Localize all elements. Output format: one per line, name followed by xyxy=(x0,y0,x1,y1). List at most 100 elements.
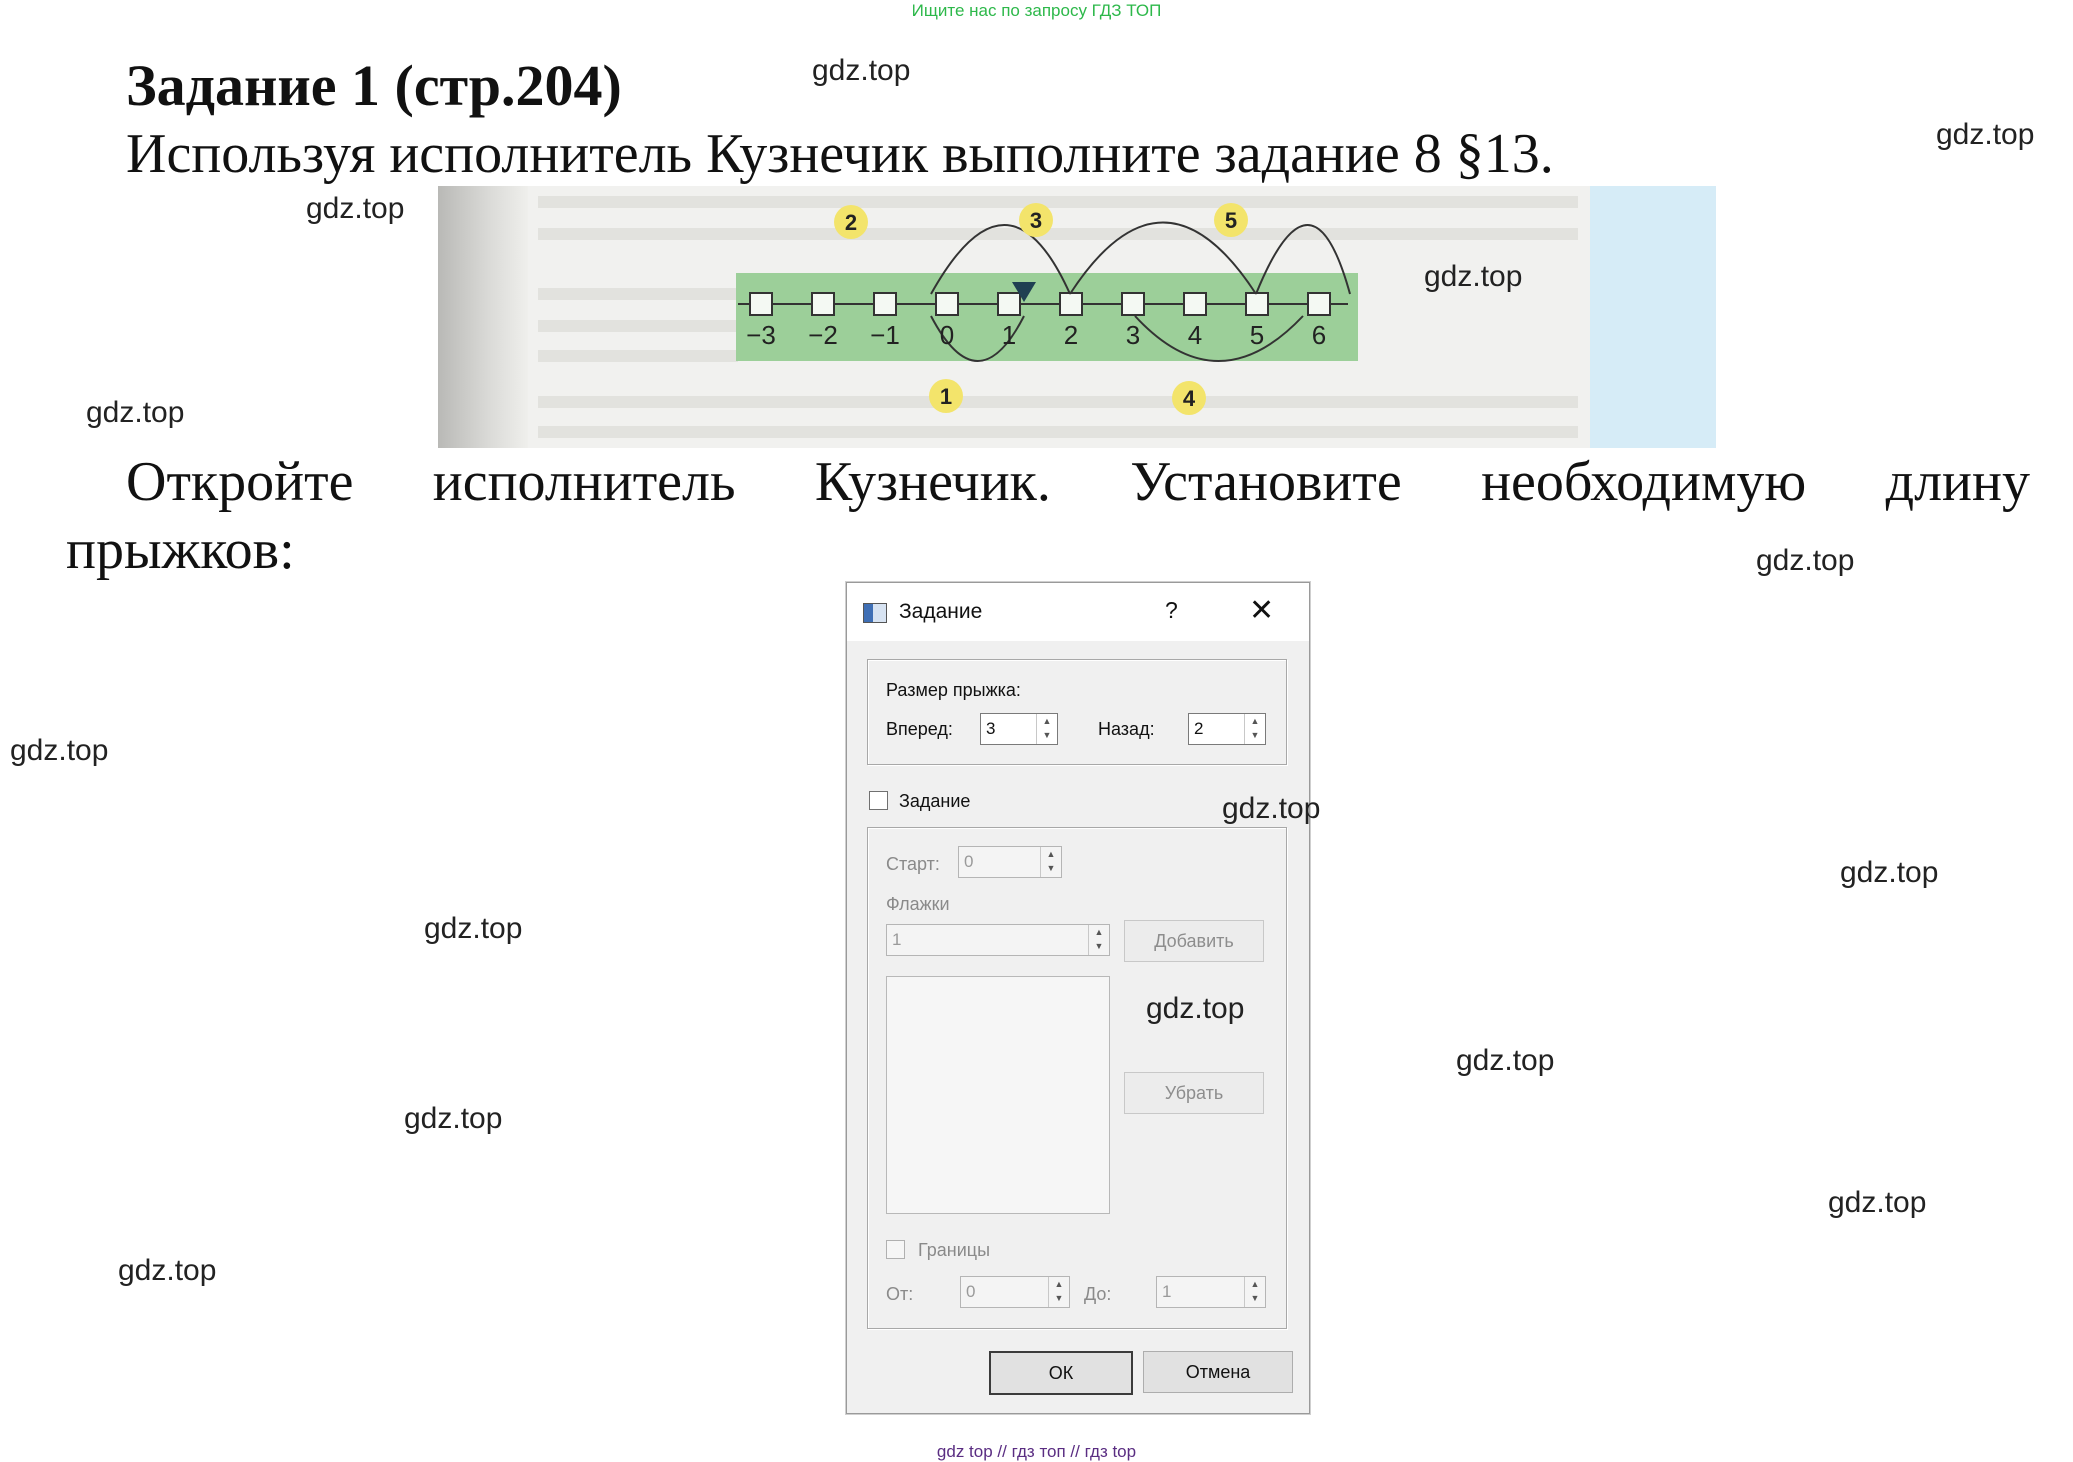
jump-size-group: Размер прыжка: Вперед: 3 ▲▼ Назад: 2 ▲▼ xyxy=(867,659,1287,765)
step-badge-number: 4 xyxy=(1183,386,1196,411)
step-badge-number: 5 xyxy=(1225,208,1237,233)
forward-stepper[interactable]: 3 ▲▼ xyxy=(980,713,1058,745)
axis-label: 5 xyxy=(1250,320,1264,350)
ok-button[interactable]: ОК xyxy=(989,1351,1133,1395)
number-line-cell xyxy=(997,292,1021,316)
task-dialog: Задание ? ✕ Размер прыжка: Вперед: 3 ▲▼ … xyxy=(846,582,1310,1414)
number-line-cell xyxy=(935,292,959,316)
from-value: 0 xyxy=(966,1282,976,1301)
faded-text-line xyxy=(538,196,1578,208)
bounds-checkbox-label: Границы xyxy=(918,1240,990,1260)
cancel-button[interactable]: Отмена xyxy=(1143,1351,1293,1393)
start-stepper[interactable]: 0 ▲▼ xyxy=(958,846,1062,878)
to-label: До: xyxy=(1084,1284,1112,1304)
spin-arrows-icon[interactable]: ▲▼ xyxy=(1088,925,1109,955)
spin-arrows-icon[interactable]: ▲▼ xyxy=(1040,847,1061,877)
axis-label: −3 xyxy=(746,320,776,350)
watermark: gdz.top xyxy=(1222,792,1321,825)
task-settings-group: Старт: 0 ▲▼ Флажки 1 ▲▼ Добавить Убрать … xyxy=(867,827,1287,1329)
add-flag-button[interactable]: Добавить xyxy=(1124,920,1264,962)
step-badge-number: 3 xyxy=(1030,208,1042,233)
help-button[interactable]: ? xyxy=(1165,597,1178,623)
forward-label: Вперед: xyxy=(886,719,953,739)
spin-arrows-icon[interactable]: ▲▼ xyxy=(1244,1277,1265,1307)
watermark: gdz.top xyxy=(86,396,185,429)
jump-arc-5 xyxy=(1255,224,1351,295)
page-title: Задание 1 (стр.204) xyxy=(126,53,622,118)
number-line-cell xyxy=(1245,292,1269,316)
start-value: 0 xyxy=(964,852,974,871)
faded-text-line xyxy=(538,350,738,362)
axis-label: 1 xyxy=(1002,320,1016,350)
flags-stepper[interactable]: 1 ▲▼ xyxy=(886,924,1110,956)
spin-arrows-icon[interactable]: ▲▼ xyxy=(1036,714,1057,744)
watermark: gdz.top xyxy=(812,54,911,87)
start-label: Старт: xyxy=(886,854,940,874)
number-line-cell xyxy=(1121,292,1145,316)
page-margin-tint xyxy=(1590,186,1716,448)
axis-label: −2 xyxy=(808,320,838,350)
faded-text-line xyxy=(538,228,1578,240)
app-window-icon xyxy=(863,603,887,623)
footer-links: gdz top // гдз топ // гдз top xyxy=(936,1442,1137,1461)
faded-text-line xyxy=(538,396,1578,408)
watermark: gdz.top xyxy=(10,734,109,767)
top-banner: Ищите нас по запросу ГДЗ ТОП xyxy=(911,1,1162,20)
watermark: gdz.top xyxy=(424,912,523,945)
flags-value: 1 xyxy=(892,930,902,949)
axis-label: 0 xyxy=(940,320,954,350)
step-badge-number: 2 xyxy=(845,210,857,235)
jump-arc-3 xyxy=(1069,221,1257,295)
watermark: gdz.top xyxy=(1424,260,1523,293)
jump-arc-1 xyxy=(930,315,1025,362)
faded-text-line xyxy=(538,426,1578,438)
watermark: gdz.top xyxy=(1840,856,1939,889)
axis-label: −1 xyxy=(870,320,900,350)
step-badge-circle xyxy=(929,379,963,413)
number-line-cell xyxy=(1307,292,1331,316)
task-checkbox[interactable] xyxy=(869,791,888,810)
jump-size-label: Размер прыжка: xyxy=(886,680,1021,700)
step-badge-circle xyxy=(1172,381,1206,415)
watermark: gdz.top xyxy=(1828,1186,1927,1219)
remove-flag-button[interactable]: Убрать xyxy=(1124,1072,1264,1114)
bounds-checkbox[interactable] xyxy=(886,1240,905,1259)
step-badge-number: 1 xyxy=(940,384,952,409)
from-label: От: xyxy=(886,1284,914,1304)
jump-arc-4 xyxy=(1134,315,1304,362)
faded-text-line xyxy=(538,288,738,300)
book-spine-shadow xyxy=(438,186,528,448)
dialog-title: Задание xyxy=(899,600,983,623)
watermark: gdz.top xyxy=(306,192,405,225)
axis-label: 4 xyxy=(1188,320,1202,350)
spin-arrows-icon[interactable]: ▲▼ xyxy=(1048,1277,1069,1307)
paragraph-line-2: прыжков: xyxy=(66,519,295,581)
paragraph-word: необходимую xyxy=(1481,451,1807,513)
step-badge-circle xyxy=(1019,203,1053,237)
number-line-cell xyxy=(873,292,897,316)
paragraph-word: длину xyxy=(1885,451,2030,513)
paragraph-word: исполнитель xyxy=(432,451,736,513)
number-line-band xyxy=(736,273,1358,361)
forward-value: 3 xyxy=(986,719,996,738)
watermark: gdz.top xyxy=(1936,118,2035,151)
number-line-cell xyxy=(1183,292,1207,316)
jump-arc-2 xyxy=(930,224,1071,295)
close-icon[interactable]: ✕ xyxy=(1249,594,1275,627)
paragraph-word: Откройте xyxy=(126,451,354,513)
back-stepper[interactable]: 2 ▲▼ xyxy=(1188,713,1266,745)
from-stepper[interactable]: 0 ▲▼ xyxy=(960,1276,1070,1308)
step-badge-circle xyxy=(1214,203,1248,237)
to-stepper[interactable]: 1 ▲▼ xyxy=(1156,1276,1266,1308)
watermark: gdz.top xyxy=(1146,992,1245,1025)
number-line-cell xyxy=(1059,292,1083,316)
spin-arrows-icon[interactable]: ▲▼ xyxy=(1244,714,1265,744)
dialog-titlebar[interactable]: Задание ? ✕ xyxy=(847,583,1309,641)
watermark: gdz.top xyxy=(118,1254,217,1287)
flags-list[interactable] xyxy=(886,976,1110,1214)
number-line-cell xyxy=(749,292,773,316)
to-value: 1 xyxy=(1162,1282,1172,1301)
